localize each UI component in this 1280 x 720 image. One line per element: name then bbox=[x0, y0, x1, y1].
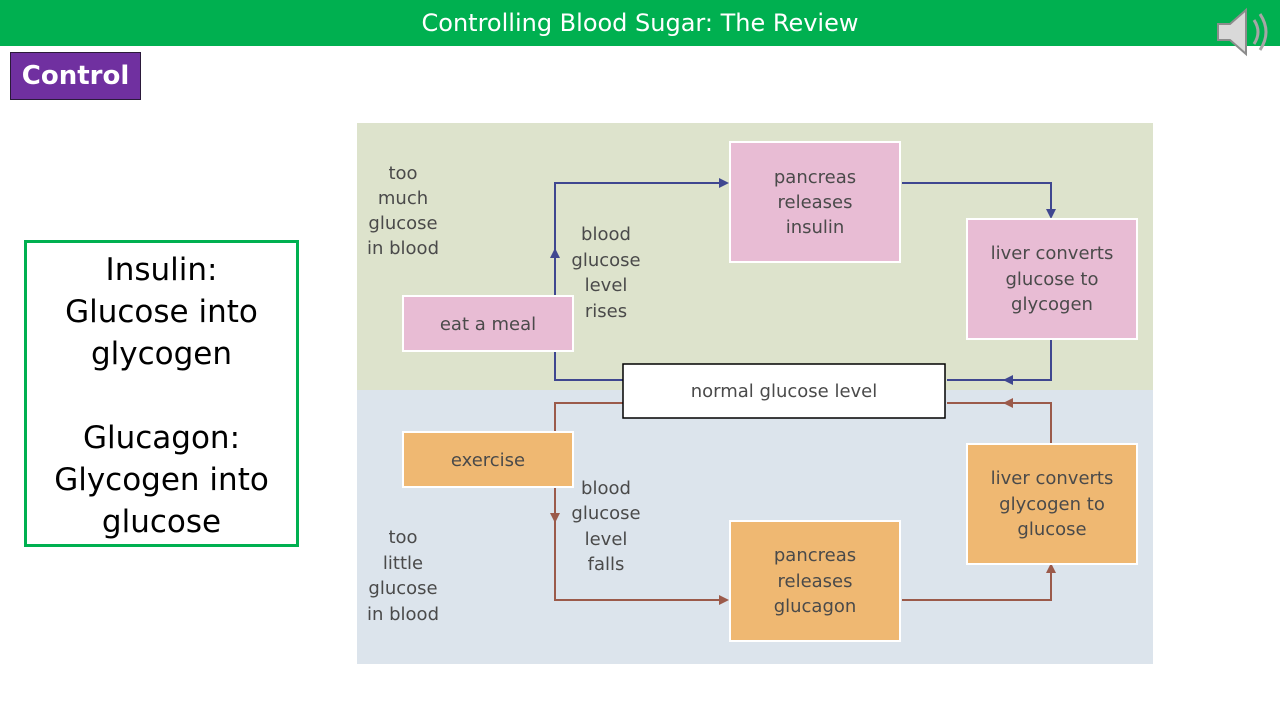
summary-box: Insulin: Glucose into glycogen Glucagon:… bbox=[24, 240, 299, 547]
liver-glucose-box bbox=[966, 443, 1138, 565]
insulin-heading: Insulin: bbox=[105, 252, 218, 288]
insulin-line-1: Glucose into bbox=[65, 294, 258, 330]
title-bar bbox=[0, 0, 1280, 46]
high-state-line-4: in blood bbox=[367, 238, 439, 259]
eat-meal-box bbox=[402, 295, 574, 352]
arrow-liver-glucose-to-normal bbox=[1003, 398, 1052, 444]
low-state-line-2: little bbox=[383, 553, 423, 574]
pancreas-insulin-line-2: releases bbox=[777, 192, 852, 213]
glucagon-line-1: Glycogen into bbox=[54, 462, 269, 498]
rise-line-1: blood bbox=[581, 224, 631, 245]
section-tag: Control bbox=[10, 52, 141, 100]
arrow-fall-to-pancreas bbox=[554, 521, 729, 605]
arrow-pancreas-to-liver bbox=[902, 182, 1056, 219]
fall-line-1: blood bbox=[581, 478, 631, 499]
pancreas-insulin-box bbox=[729, 141, 901, 263]
slide-title: Controlling Blood Sugar: The Review bbox=[421, 9, 859, 37]
arrow-pancreas-to-liver-glucose bbox=[902, 563, 1056, 601]
liver-glycogen-line-1: liver converts bbox=[991, 243, 1114, 264]
arrow-liver-to-normal bbox=[1003, 339, 1052, 385]
liver-glucose-line-2: glycogen to bbox=[999, 494, 1105, 515]
glucagon-heading: Glucagon: bbox=[82, 420, 241, 456]
blood-sugar-diagram: too much glucose in blood blood glucose … bbox=[357, 123, 1153, 664]
rise-line-2: glucose bbox=[571, 250, 640, 271]
low-state-line-3: glucose bbox=[368, 578, 437, 599]
rise-line-4: rises bbox=[585, 301, 627, 322]
eat-meal-label: eat a meal bbox=[440, 314, 536, 335]
rise-line-3: level bbox=[585, 275, 628, 296]
pancreas-glucagon-line-3: glucagon bbox=[774, 596, 857, 617]
liver-glycogen-line-3: glycogen bbox=[1011, 294, 1093, 315]
high-state-line-3: glucose bbox=[368, 213, 437, 234]
fall-line-3: level bbox=[585, 529, 628, 550]
pancreas-glucagon-box bbox=[729, 520, 901, 642]
exercise-label: exercise bbox=[451, 450, 525, 471]
arrow-normal-to-rise bbox=[550, 248, 623, 381]
normal-level-box bbox=[622, 363, 946, 419]
pancreas-insulin-line-1: pancreas bbox=[774, 167, 856, 188]
insulin-line-2: glycogen bbox=[90, 336, 233, 372]
liver-glycogen-box bbox=[966, 218, 1138, 340]
normal-level-label: normal glucose level bbox=[691, 381, 878, 402]
fall-line-4: falls bbox=[588, 554, 625, 575]
high-state-line-2: much bbox=[378, 188, 428, 209]
low-state-line-4: in blood bbox=[367, 604, 439, 625]
liver-glucose-line-3: glucose bbox=[1017, 519, 1086, 540]
low-state-line-1: too bbox=[388, 527, 417, 548]
high-state-line-1: too bbox=[388, 163, 417, 184]
liver-glucose-line-1: liver converts bbox=[991, 468, 1114, 489]
fall-line-2: glucose bbox=[571, 503, 640, 524]
arrow-rise-to-pancreas bbox=[554, 178, 729, 250]
liver-glycogen-line-2: glucose to bbox=[1006, 269, 1099, 290]
pancreas-glucagon-line-2: releases bbox=[777, 571, 852, 592]
summary-spacer bbox=[27, 375, 296, 417]
pancreas-glucagon-line-1: pancreas bbox=[774, 545, 856, 566]
exercise-box bbox=[402, 431, 574, 488]
pancreas-insulin-line-3: insulin bbox=[786, 217, 845, 238]
glucagon-line-2: glucose bbox=[101, 504, 222, 540]
speaker-icon[interactable] bbox=[1212, 2, 1278, 62]
